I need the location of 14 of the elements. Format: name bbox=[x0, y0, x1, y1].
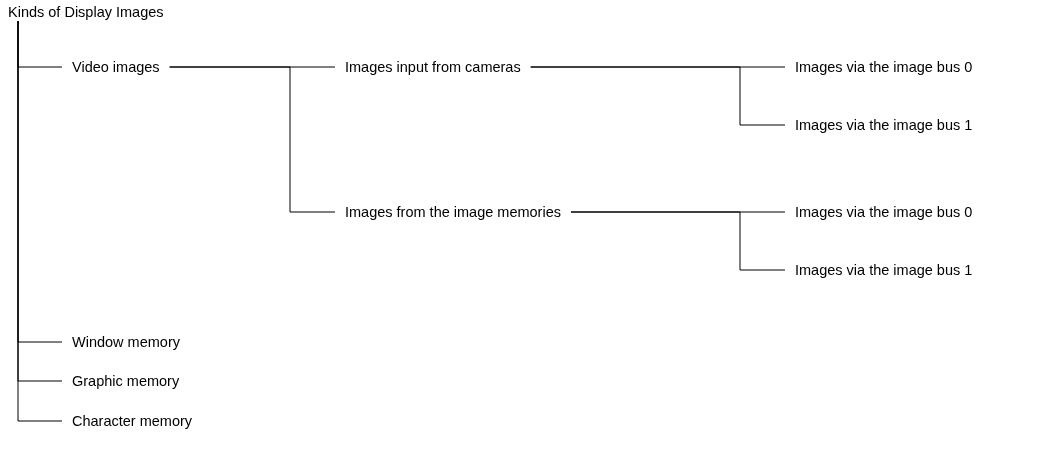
tree-item-label: Window memory bbox=[62, 333, 190, 351]
tree-item-label: Images via the image bus 1 bbox=[785, 261, 983, 279]
tree-item-label: Images via the image bus 1 bbox=[785, 116, 983, 134]
tree-root-label: Kinds of Display Images bbox=[6, 3, 166, 21]
tree-item-label: Images input from cameras bbox=[335, 58, 531, 76]
tree-item-label: Images from the image memories bbox=[335, 203, 571, 221]
tree-item-label: Video images bbox=[62, 58, 170, 76]
tree-item-label: Images via the image bus 0 bbox=[785, 58, 983, 76]
tree-item-label: Images via the image bus 0 bbox=[785, 203, 983, 221]
tree-item-label: Character memory bbox=[62, 412, 203, 430]
tree-connector bbox=[570, 211, 786, 271]
tree-connector bbox=[530, 66, 786, 126]
tree-connector bbox=[169, 66, 336, 213]
tree-item-label: Graphic memory bbox=[62, 372, 190, 390]
